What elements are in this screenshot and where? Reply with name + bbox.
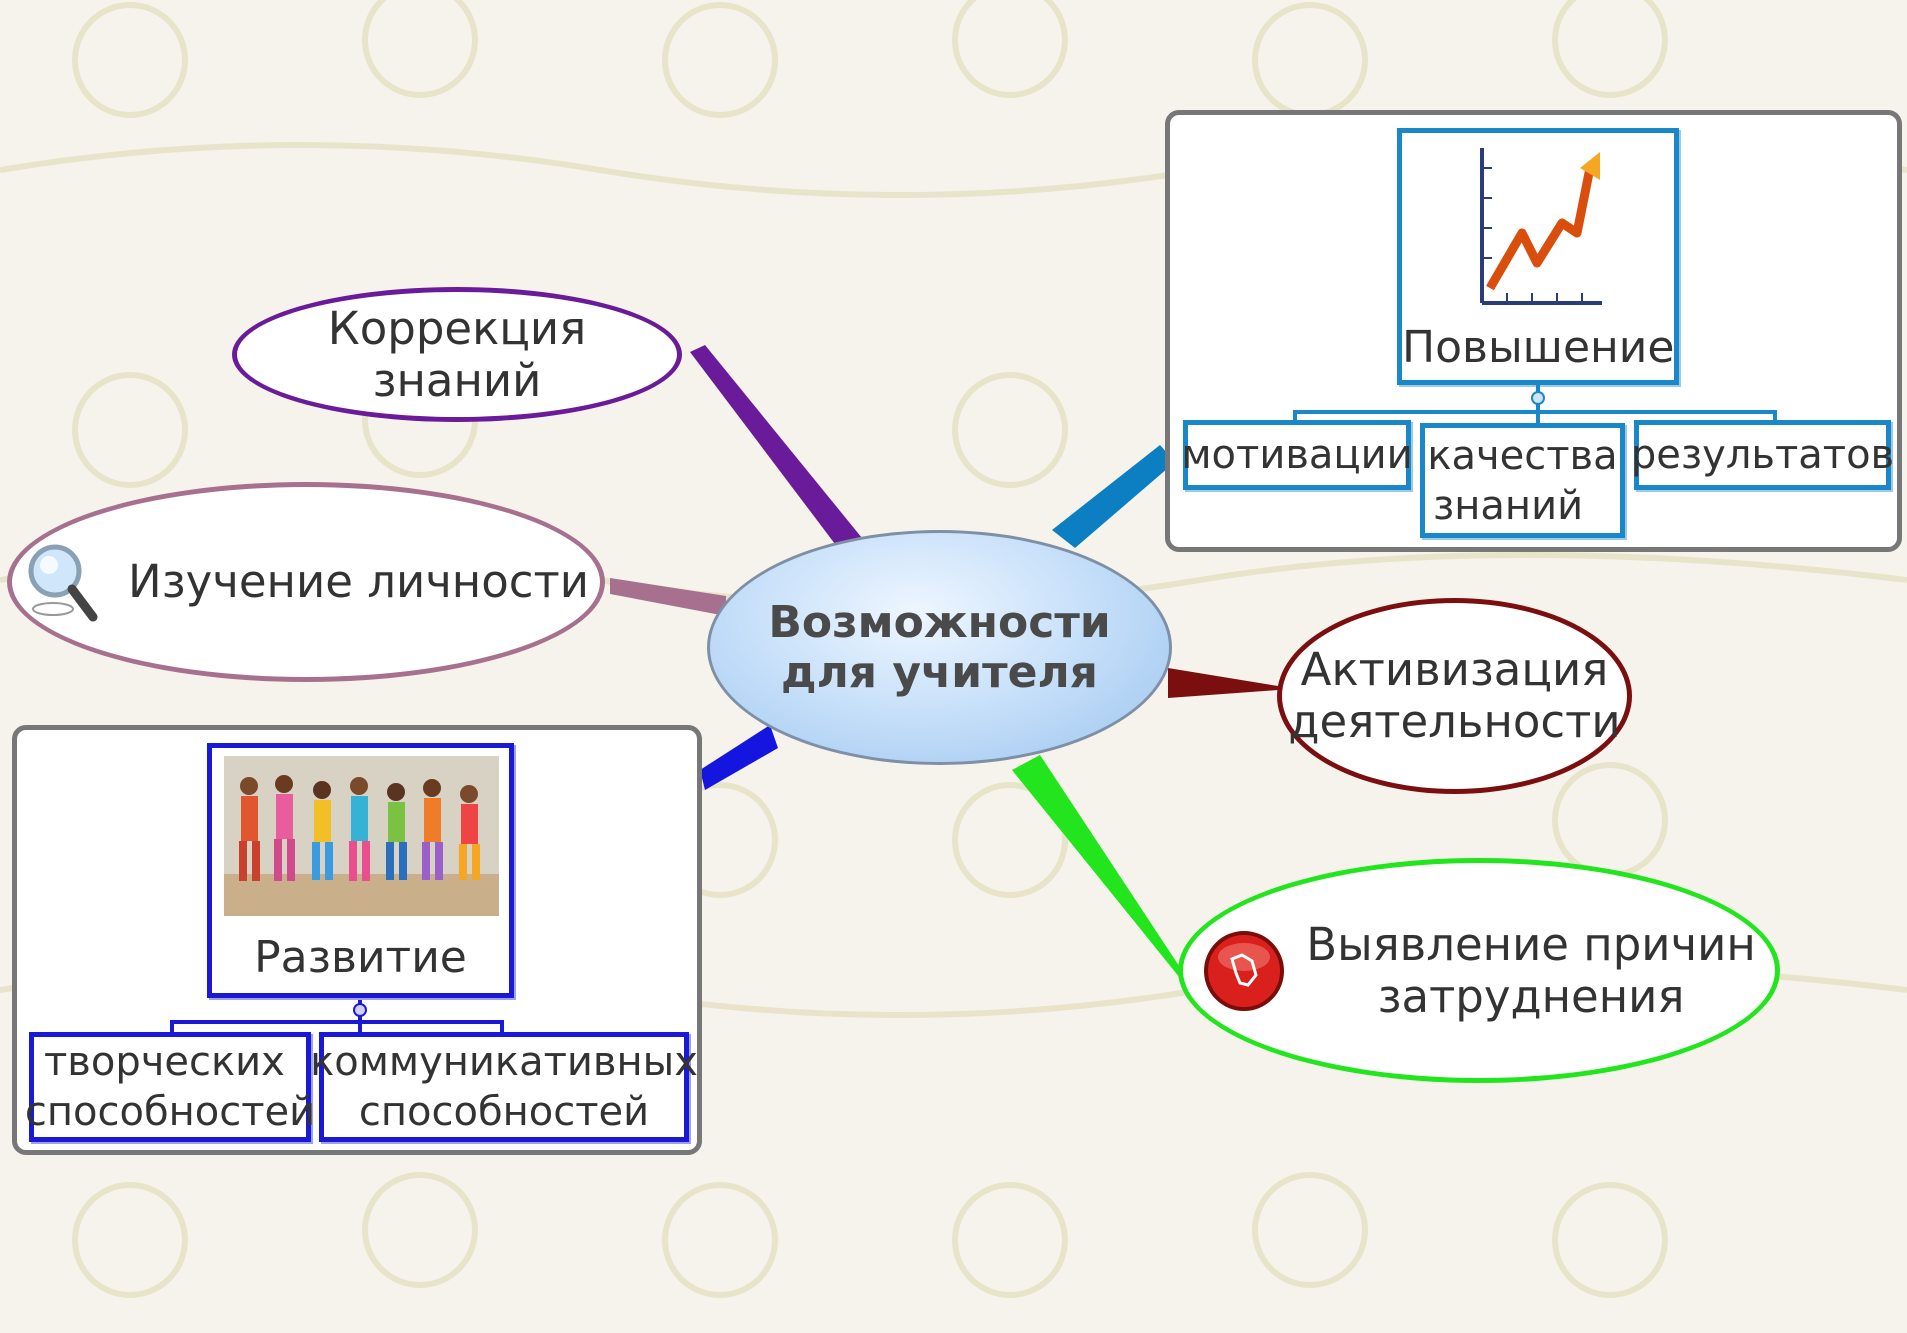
node-aktivizatsiya[interactable]: Активизация деятельности <box>1277 598 1632 794</box>
povyshenie-title: Повышение <box>1402 322 1675 373</box>
node-vyyavlenie-line2: затруднения <box>1377 969 1685 1023</box>
razvitie-item-tvorcheskikh-line1: творческих <box>44 1039 285 1085</box>
povyshenie-item-motivatsii[interactable]: мотивации <box>1181 420 1413 490</box>
connector-povyshenie <box>1052 445 1175 548</box>
node-izuchenie-label: Изучение личности <box>128 555 589 608</box>
connector-izuchenie <box>610 578 726 616</box>
razvitie-item-tvorcheskikh[interactable]: творческих способностей <box>25 1032 315 1142</box>
node-vyyavlenie-line1: Выявление причин <box>1306 917 1756 971</box>
node-izuchenie[interactable]: Изучение личности <box>7 482 605 682</box>
node-vyyavlenie[interactable]: Выявление причин затруднения <box>1178 858 1780 1083</box>
povyshenie-item-kachestva-line1: качества <box>1427 432 1618 479</box>
razvitie-item-tvorcheskikh-line2: способностей <box>24 1089 316 1135</box>
razvitie-item-kommunikativnykh[interactable]: коммуникативных способностей <box>310 1032 698 1142</box>
panel-razvitie[interactable]: Развитие творческих способностей коммуни… <box>12 725 702 1155</box>
connector-korrektsiya <box>690 345 862 548</box>
node-aktivizatsiya-line1: Активизация <box>1300 643 1609 696</box>
razvitie-branch-lines <box>170 1000 504 1035</box>
connector-vyyavlenie <box>1012 755 1185 978</box>
povyshenie-branch-lines <box>1293 385 1777 425</box>
kids-dancing-photo <box>224 756 499 916</box>
magnifier-icon <box>28 544 98 622</box>
center-title-line2: для учителя <box>781 646 1098 698</box>
povyshenie-title-box[interactable]: Повышение <box>1397 128 1679 385</box>
panel-povyshenie[interactable]: Повышение мотивации качества знаний резу… <box>1165 110 1902 552</box>
growth-chart-icon <box>1480 148 1602 305</box>
connector-aktivizatsiya <box>1168 668 1278 698</box>
center-node[interactable]: Возможности для учителя <box>707 530 1172 765</box>
hand-button-icon <box>1204 930 1285 1011</box>
node-aktivizatsiya-line2: деятельности <box>1288 695 1621 748</box>
razvitie-title-box[interactable]: Развитие <box>207 743 514 998</box>
razvitie-item-kommunikativnykh-line1: коммуникативных <box>310 1039 698 1085</box>
povyshenie-item-kachestva-line2: знаний <box>1433 482 1584 529</box>
connector-razvitie <box>700 725 778 790</box>
razvitie-item-kommunikativnykh-line2: способностей <box>358 1089 650 1135</box>
node-korrektsiya-label: Коррекция знаний <box>327 301 587 407</box>
center-title-line1: Возможности <box>768 596 1111 648</box>
razvitie-title: Развитие <box>254 932 467 983</box>
node-korrektsiya[interactable]: Коррекция знаний <box>232 287 682 422</box>
povyshenie-item-rezultatov[interactable]: результатов <box>1631 420 1894 490</box>
povyshenie-item-kachestva[interactable]: качества знаний <box>1420 423 1625 538</box>
